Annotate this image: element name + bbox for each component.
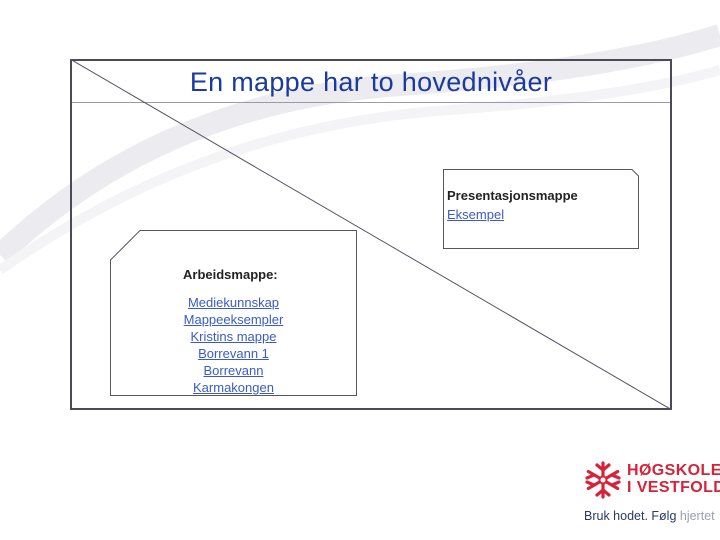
link-mediekunnskap[interactable]: Mediekunnskap [187, 295, 280, 310]
hve-logo: HØGSKOLEN I VESTFOLD Bruk hodet. Følg hj… [580, 458, 720, 528]
logo-wordmark: HØGSKOLEN I VESTFOLD [627, 462, 720, 496]
link-eksempel[interactable]: Eksempel [447, 207, 505, 222]
title-bar: En mappe har to hovednivåer [72, 61, 670, 103]
logo-tagline: Bruk hodet. Følg hjertet [584, 509, 715, 523]
folder-outline [443, 169, 639, 249]
folder-outline [110, 230, 357, 396]
presentation-folder-heading: Presentasjonsmappe [447, 188, 578, 203]
logo-line-1: HØGSKOLEN [627, 462, 720, 479]
tagline-faded: hjertet [676, 509, 715, 523]
link-mappeeksempler[interactable]: Mappeeksempler [183, 312, 284, 327]
presentation-folder: Presentasjonsmappe Eksempel [443, 169, 639, 249]
work-folder-heading: Arbeidsmappe: [183, 267, 278, 282]
presentation-folder-links: Eksempel [447, 206, 504, 223]
logo-line-2: I VESTFOLD [627, 479, 720, 496]
link-karmakongen[interactable]: Karmakongen [193, 380, 274, 395]
work-folder-links: Mediekunnskap Mappeeksempler Kristins ma… [110, 294, 357, 396]
work-folder: Arbeidsmappe: Mediekunnskap Mappeeksempl… [110, 230, 357, 396]
snowflake-logo-icon [585, 461, 621, 499]
tagline-main: Bruk hodet. Følg [584, 509, 677, 523]
link-borrevann-1[interactable]: Borrevann 1 [198, 346, 269, 361]
link-borrevann[interactable]: Borrevann [203, 363, 264, 378]
link-kristins-mappe[interactable]: Kristins mappe [190, 329, 277, 344]
slide-title: En mappe har to hovednivåer [189, 67, 553, 97]
